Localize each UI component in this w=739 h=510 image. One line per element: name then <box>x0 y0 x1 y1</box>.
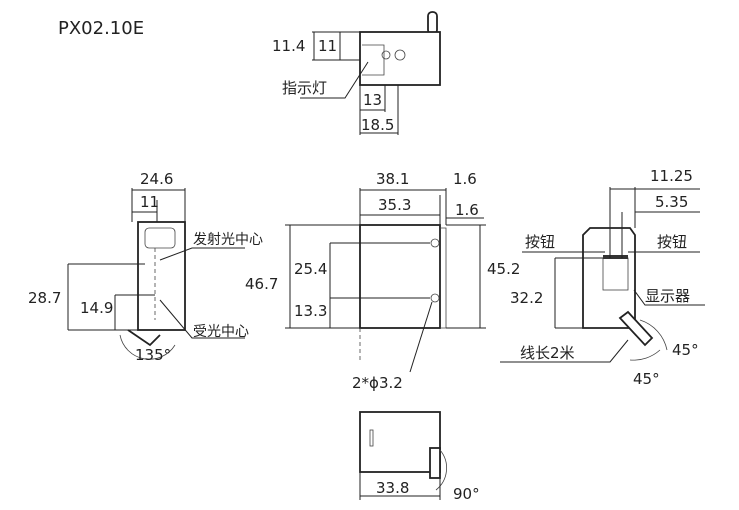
power-indicator-icon <box>394 49 406 61</box>
dim-46-7: 46.7 <box>245 275 278 293</box>
front-view: 38.1 1.6 35.3 1.6 46.7 25.4 13.3 45.2 2*… <box>245 170 520 392</box>
label-emit-center: 发射光中心 <box>193 232 263 248</box>
right-view: 11.25 5.35 按钮 按钮 32.2 显示器 线长2米 45° 45° <box>500 167 705 388</box>
dim-28-7: 28.7 <box>28 289 61 307</box>
left-view-body <box>137 221 186 331</box>
dim-35-3: 35.3 <box>378 196 411 214</box>
left-view: 24.6 11 发射光中心 28.7 14.9 受光中心 135° <box>28 170 263 364</box>
top-view: 11.4 11 指示灯 13 18.5 <box>272 11 441 135</box>
angle-45-bottom: 45° <box>633 370 660 388</box>
dim-24-6: 24.6 <box>140 170 173 188</box>
label-display: 显示器 <box>645 287 690 305</box>
top-view-body <box>359 31 441 86</box>
dim-13: 13 <box>363 91 382 109</box>
label-indicator-light: 指示灯 <box>282 79 327 97</box>
label-cable-length: 线长2米 <box>520 344 575 362</box>
dim-5-35: 5.35 <box>655 193 688 211</box>
antenna-post <box>427 11 438 35</box>
angle-45-right: 45° <box>672 341 699 359</box>
dim-11-25: 11.25 <box>650 167 693 185</box>
angle-135: 135° <box>135 346 171 364</box>
dim-38-1: 38.1 <box>376 170 409 188</box>
hole-spec: 2*ϕ3.2 <box>352 374 403 392</box>
label-receive-center: 受光中心 <box>193 324 249 340</box>
label-button-left: 按钮 <box>525 233 555 251</box>
dim-14-9: 14.9 <box>80 299 113 317</box>
dim-1-6-top: 1.6 <box>453 170 477 188</box>
dim-11-4: 11.4 <box>272 37 305 55</box>
dim-33-8: 33.8 <box>376 479 409 497</box>
angle-90: 90° <box>453 485 480 503</box>
dim-18-5: 18.5 <box>361 116 394 134</box>
cable-icon <box>429 447 441 479</box>
dim-1-6: 1.6 <box>455 201 479 219</box>
set-button-icon <box>381 50 391 60</box>
dim-11: 11 <box>318 37 337 55</box>
dim-32-2: 32.2 <box>510 289 543 307</box>
bottom-view: 33.8 90° <box>359 411 480 503</box>
dim-11-left: 11 <box>140 193 159 211</box>
cable-icon <box>618 310 654 347</box>
dim-13-3: 13.3 <box>294 302 327 320</box>
label-button-right: 按钮 <box>657 233 687 251</box>
mount-hole-icon <box>430 293 440 303</box>
buttons-icon <box>603 255 628 259</box>
dim-45-2: 45.2 <box>487 260 520 278</box>
bottom-view-body <box>359 411 441 473</box>
mount-hole-icon <box>430 238 440 248</box>
model-title: PX02.10E <box>58 18 144 39</box>
front-view-body <box>359 224 441 329</box>
dim-25-4: 25.4 <box>294 260 327 278</box>
